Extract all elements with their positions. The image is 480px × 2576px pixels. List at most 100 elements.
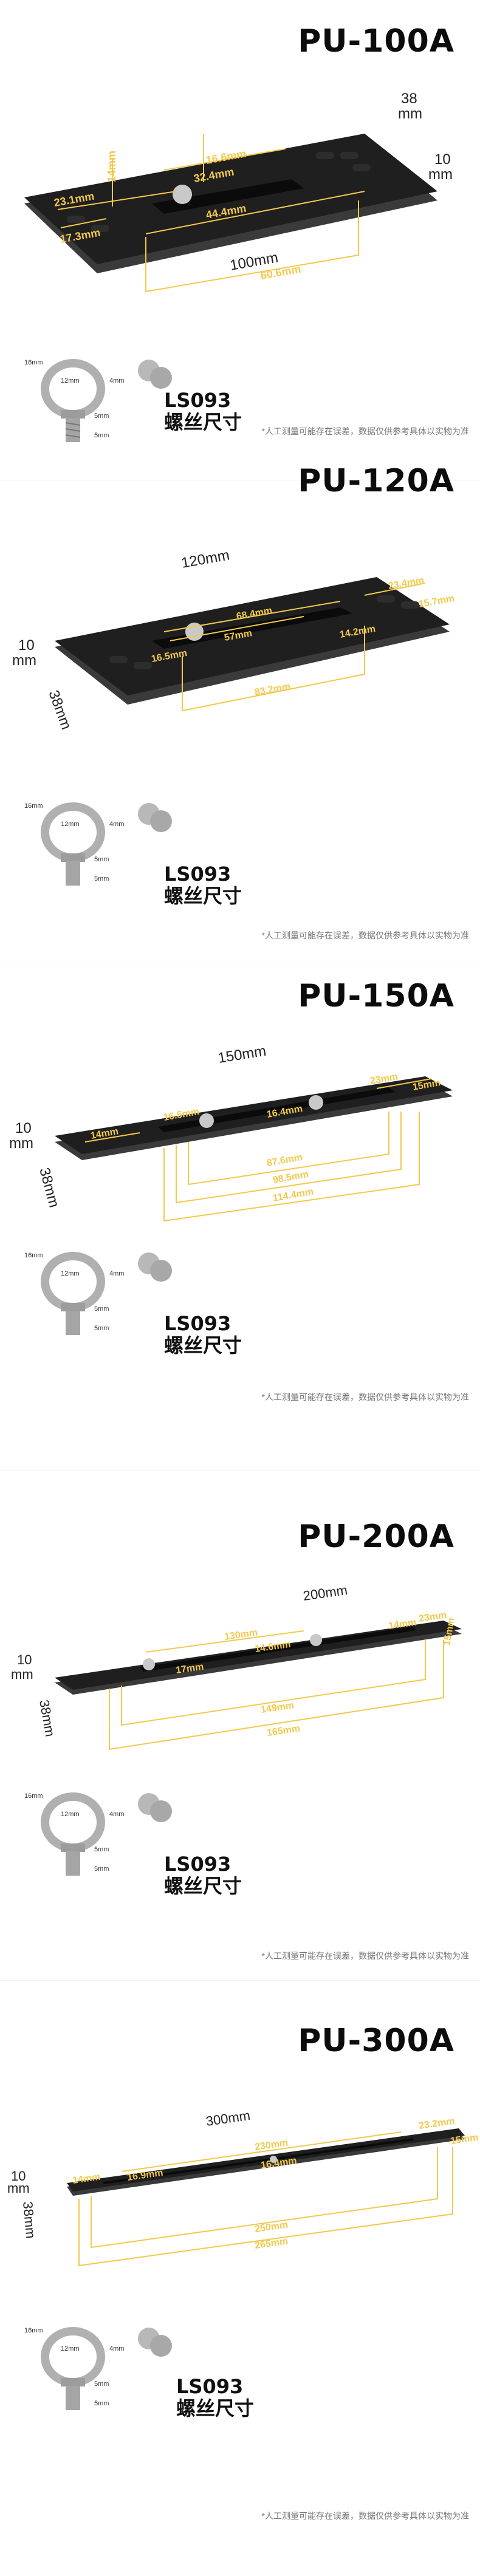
screw-dim: 5mm [94,875,109,883]
screw-dim: 12mm [61,821,80,828]
screw-diagram: 16mm 12mm 4mm 5mm 5mm [24,2327,172,2410]
screw-name: LS093 [176,2375,244,2398]
thickness-label: 10 [18,637,35,654]
thickness-unit: mm [7,2181,30,2196]
model-title: PU-150A [298,978,454,1014]
screw-dim: 5mm [94,1846,109,1853]
model-title: PU-120A [298,463,454,499]
screw-desc: 螺丝尺寸 [164,1334,242,1357]
screw-icon [41,1792,172,1876]
width-label: 38mm [45,688,74,732]
model-title: PU-300A [298,2023,454,2059]
dim-label: 165mm [266,1723,301,1738]
screw-dim: 5mm [94,1325,109,1332]
screw-diagram: 16mm 12mm 4mm 5mm 5mm [24,1792,172,1876]
screw-dim: 16mm [24,1792,43,1800]
section-pu-100a: PU-100A [0,0,480,486]
section-pu-300a: PU-300A 23.2mm 14mm 230mm 16.9mm 16.4mm … [0,1986,480,2576]
screw-dim: 4mm [109,821,124,828]
thickness-unit: mm [11,1667,33,1682]
screw-dim: 4mm [109,377,124,384]
screw-diagram: 16mm 12mm 4mm 5mm 5mm [24,359,172,442]
screw-dim: 5mm [94,1865,109,1873]
length-label: 200mm [302,1582,348,1604]
model-title: PU-100A [298,23,454,60]
width-label: 38mm [36,1699,58,1738]
screw-diagram: 16mm 12mm 4mm 5mm 5mm [24,802,172,886]
screw-name: LS093 [164,1853,231,1876]
dim-label: 17mm [175,1662,204,1676]
plate-diagram: 14mm 16.6mm 23.1mm 32.4mm 17.3mm 44.4mm … [24,91,453,293]
screw-dim: 4mm [109,2345,124,2352]
screw-dim: 12mm [61,377,80,384]
screw-dim: 4mm [109,1270,124,1277]
thickness-unit: mm [428,166,453,183]
dim-label: 14mm [388,1618,417,1631]
screw-dim: 16mm [24,1252,43,1259]
width-label: 38mm [36,1166,62,1209]
thickness-unit: mm [12,652,36,669]
dim-label: 23.2mm [418,2116,455,2131]
screw-icon [41,2327,172,2410]
quick-release-plate [55,577,450,705]
disclaimer-note: *人工测量可能存在误差，数据仅供参考具体以实物为准 [261,1392,469,1402]
dim-label: 149mm [260,1700,295,1715]
thickness-label: 10 [11,2168,26,2184]
quick-release-plate [24,134,437,273]
screw-name: LS093 [164,1312,231,1335]
screw-name: LS093 [164,389,231,412]
screw-dim: 5mm [94,2380,109,2388]
length-label: 120mm [180,547,231,571]
quick-release-plate [67,2128,465,2196]
screw-dim: 5mm [94,432,109,439]
plate-diagram: 23.4mm 68.4mm 15.7mm 57mm 16.5mm 14.2mm … [12,547,456,732]
screw-desc: 螺丝尺寸 [164,411,242,434]
screw-dim: 12mm [61,1811,80,1818]
dim-label: 230mm [254,2137,289,2153]
screw-icon [41,1252,172,1335]
screw-dim: 5mm [94,1305,109,1313]
screw-dim: 4mm [109,1811,124,1818]
dim-label: 23mm [418,1610,447,1624]
divider [0,1470,480,1471]
screw-dim: 5mm [94,412,109,420]
screw-diagram: 16mm 12mm 4mm 5mm 5mm [24,1252,172,1335]
dim-label: 14mm [106,151,118,182]
screw-dim: 5mm [94,856,109,863]
thickness-label: 10 [434,151,451,168]
screw-dim: 5mm [94,2400,109,2407]
width-label: 38 [401,91,417,107]
screw-icon [41,802,172,886]
section-pu-150a: PU-150A 23mm 14mm 16.5mm 16.4mm [0,972,480,1470]
quick-release-plate [55,1621,462,1695]
disclaimer-note: *人工测量可能存在误差，数据仅供参考具体以实物为准 [261,931,469,940]
dim-label: 87.6mm [266,1152,304,1169]
dim-label: 14mm [72,2172,101,2186]
dim-label: 23.4mm [388,575,425,592]
screw-dim: 16mm [24,802,43,810]
disclaimer-note: *人工测量可能存在误差，数据仅供参考具体以实物为准 [261,2511,469,2521]
plate-diagram: 23mm 14mm 16.5mm 16.4mm 15mm 87.6mm 98.5… [9,1043,453,1222]
dim-label: 83.2mm [254,682,292,698]
length-label: 150mm [217,1043,267,1067]
plate-diagram: 23mm 14mm 130mm 14.6mm 17mm 15mm 149mm 1… [11,1582,462,1751]
screw-desc: 螺丝尺寸 [176,2397,255,2420]
thickness-label: 10 [15,1120,32,1136]
thickness-label: 10 [17,1652,32,1667]
screw-desc: 螺丝尺寸 [164,1874,242,1898]
width-label: 38mm [20,2201,38,2239]
screw-name: LS093 [164,863,231,886]
screw-dim: 12mm [61,1270,80,1277]
divider [0,1980,480,1981]
dim-label: 15mm [450,2133,479,2147]
dim-label: 130mm [224,1627,258,1642]
screw-dim: 16mm [24,359,43,366]
dim-label: 250mm [254,2219,289,2235]
model-title: PU-200A [298,1519,454,1555]
section-pu-120a: PU-120A 23.4mm [0,463,480,972]
dim-label: 15.7mm [418,593,456,610]
disclaimer-note: *人工测量可能存在误差，数据仅供参考具体以实物为准 [261,426,469,436]
quick-release-plate [55,1076,453,1160]
dim-label: 265mm [254,2236,289,2251]
